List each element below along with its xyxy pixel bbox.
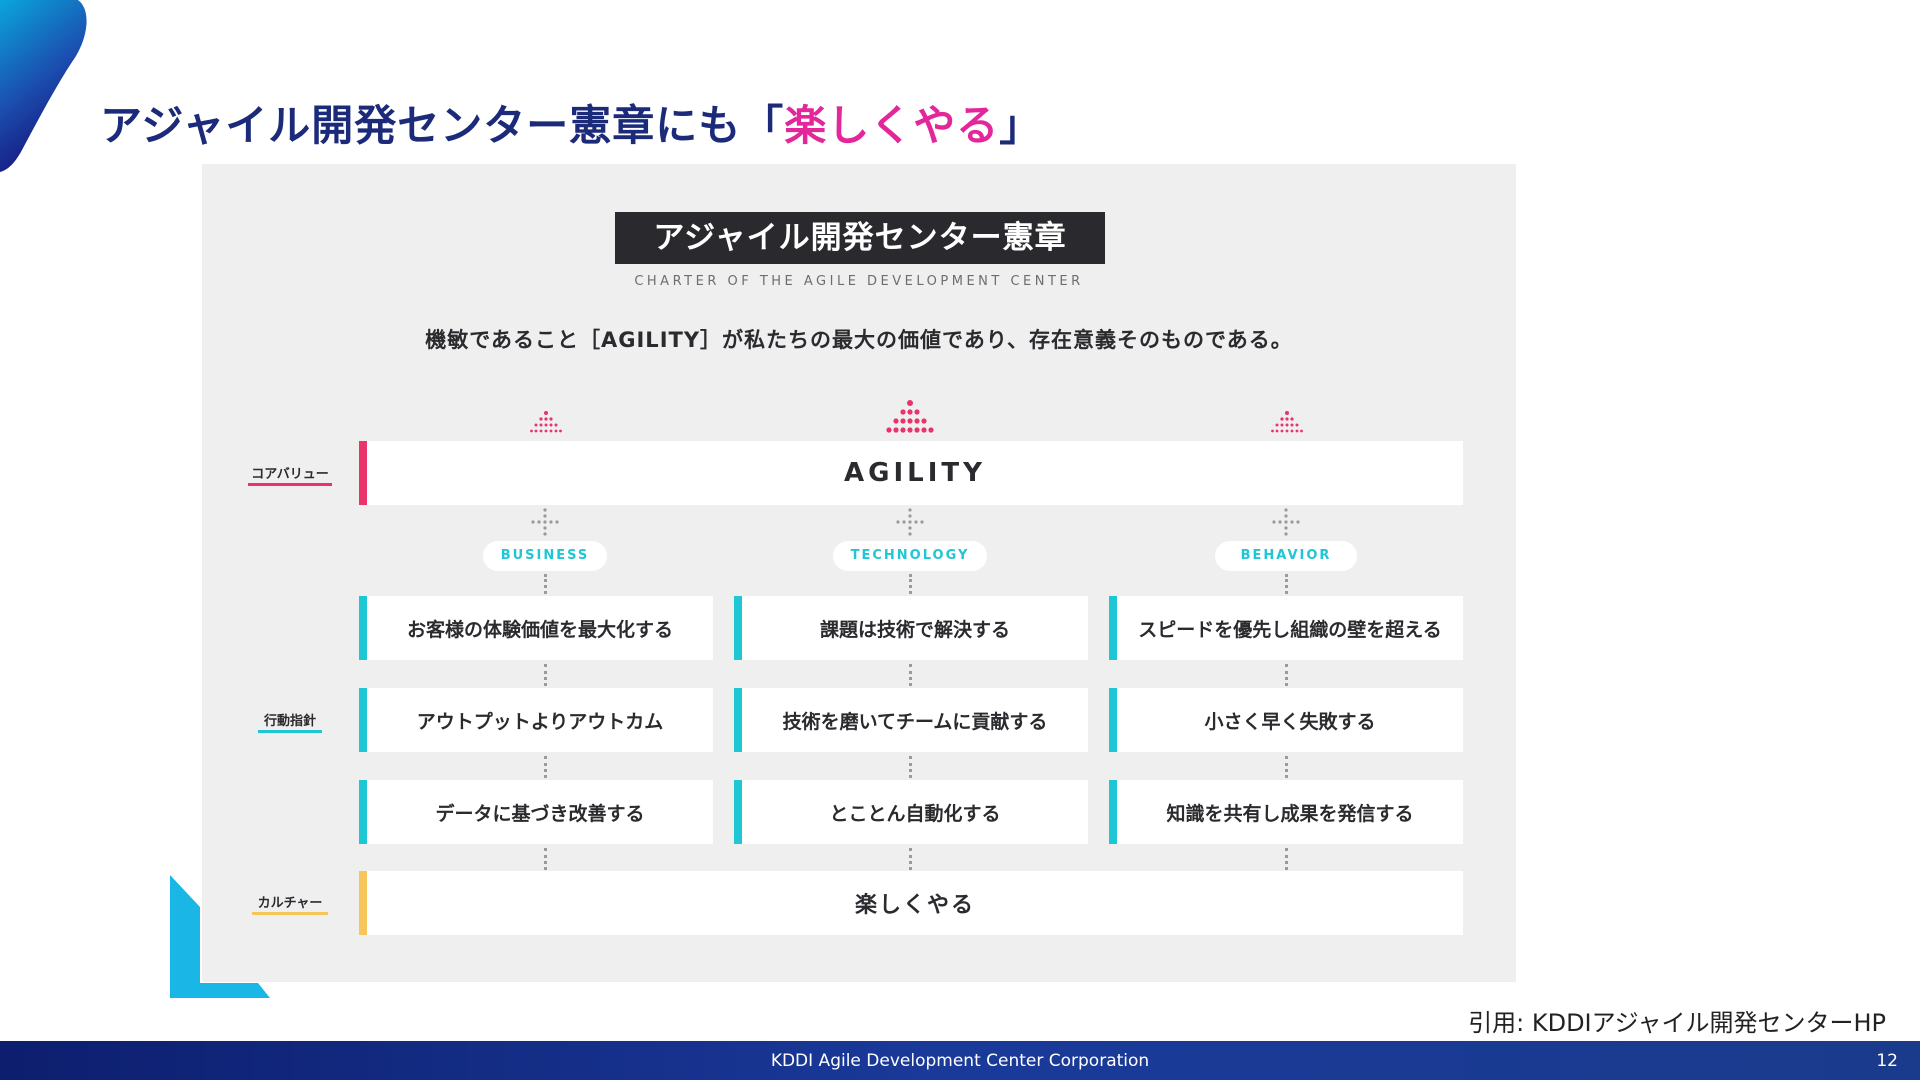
action-text: 技術を磨いてチームに貢献する [782, 710, 1048, 733]
action-text: 課題は技術で解決する [819, 618, 1010, 641]
footer-text: KDDI Agile Development Center Corporatio… [770, 1051, 1150, 1071]
citation: 引用: KDDIアジャイル開発センターHP [1468, 1009, 1886, 1037]
action-text: データに基づき改善する [435, 802, 645, 825]
corner-accent-icon [170, 875, 270, 998]
dot-cross-icon [1272, 508, 1300, 536]
pillar-technology: TECHNOLOGY [833, 541, 987, 571]
dot-cross-icon [896, 508, 924, 536]
action-text: 小さく早く失敗する [1204, 710, 1376, 733]
action-text: とことん自動化する [829, 802, 1001, 825]
action-box: アウトプットよりアウトカム [359, 688, 713, 752]
action-text: アウトプットよりアウトカム [416, 710, 664, 733]
action-text: スピードを優先し組織の壁を超える [1138, 618, 1442, 641]
label-core-value-text: コアバリュー [251, 467, 329, 482]
charter-subtitle: CHARTER OF THE AGILE DEVELOPMENT CENTER [634, 274, 1084, 289]
action-box: 小さく早く失敗する [1109, 688, 1463, 752]
label-action: 行動指針 [258, 710, 322, 733]
culture-text: 楽しくやる [854, 893, 975, 918]
footer-bar: KDDI Agile Development Center Corporatio… [0, 1041, 1920, 1080]
label-culture-text: カルチャー [257, 896, 323, 911]
mission-statement: 機敏であること［AGILITY］が私たちの最大の価値であり、存在意義そのものであ… [425, 328, 1293, 352]
label-action-text: 行動指針 [263, 714, 316, 729]
culture-box: 楽しくやる [359, 871, 1463, 935]
dot-pyramid-icon [886, 400, 934, 433]
action-text: 知識を共有し成果を発信する [1166, 802, 1414, 825]
action-box: とことん自動化する [734, 780, 1088, 844]
pillar-business: BUSINESS [483, 541, 607, 571]
action-box: 知識を共有し成果を発信する [1109, 780, 1463, 844]
charter-image: アジャイル開発センター憲章 CHARTER OF THE AGILE DEVEL… [202, 164, 1516, 982]
corner-blob-icon [0, 0, 87, 172]
page-number: 12 [1876, 1051, 1898, 1071]
dot-cross-icon [531, 508, 559, 536]
action-box: スピードを優先し組織の壁を超える [1109, 596, 1463, 660]
dot-pyramid-icon [1271, 411, 1303, 433]
action-box: お客様の体験価値を最大化する [359, 596, 713, 660]
core-value-box: AGILITY [359, 441, 1463, 505]
slide-title: アジャイル開発センター憲章にも「楽しくやる」 [100, 101, 1043, 150]
core-value-text: AGILITY [844, 458, 986, 488]
action-text: お客様の体験価値を最大化する [406, 618, 673, 641]
action-box: 技術を磨いてチームに貢献する [734, 688, 1088, 752]
title-highlight: 楽しくやる [784, 101, 1000, 150]
action-box: データに基づき改善する [359, 780, 713, 844]
pillar-behavior: BEHAVIOR [1215, 541, 1357, 571]
dot-pyramid-icon [530, 411, 562, 433]
charter-banner: アジャイル開発センター憲章 [615, 212, 1105, 264]
label-culture: カルチャー [252, 892, 328, 915]
action-box: 課題は技術で解決する [734, 596, 1088, 660]
label-core-value: コアバリュー [248, 463, 332, 486]
